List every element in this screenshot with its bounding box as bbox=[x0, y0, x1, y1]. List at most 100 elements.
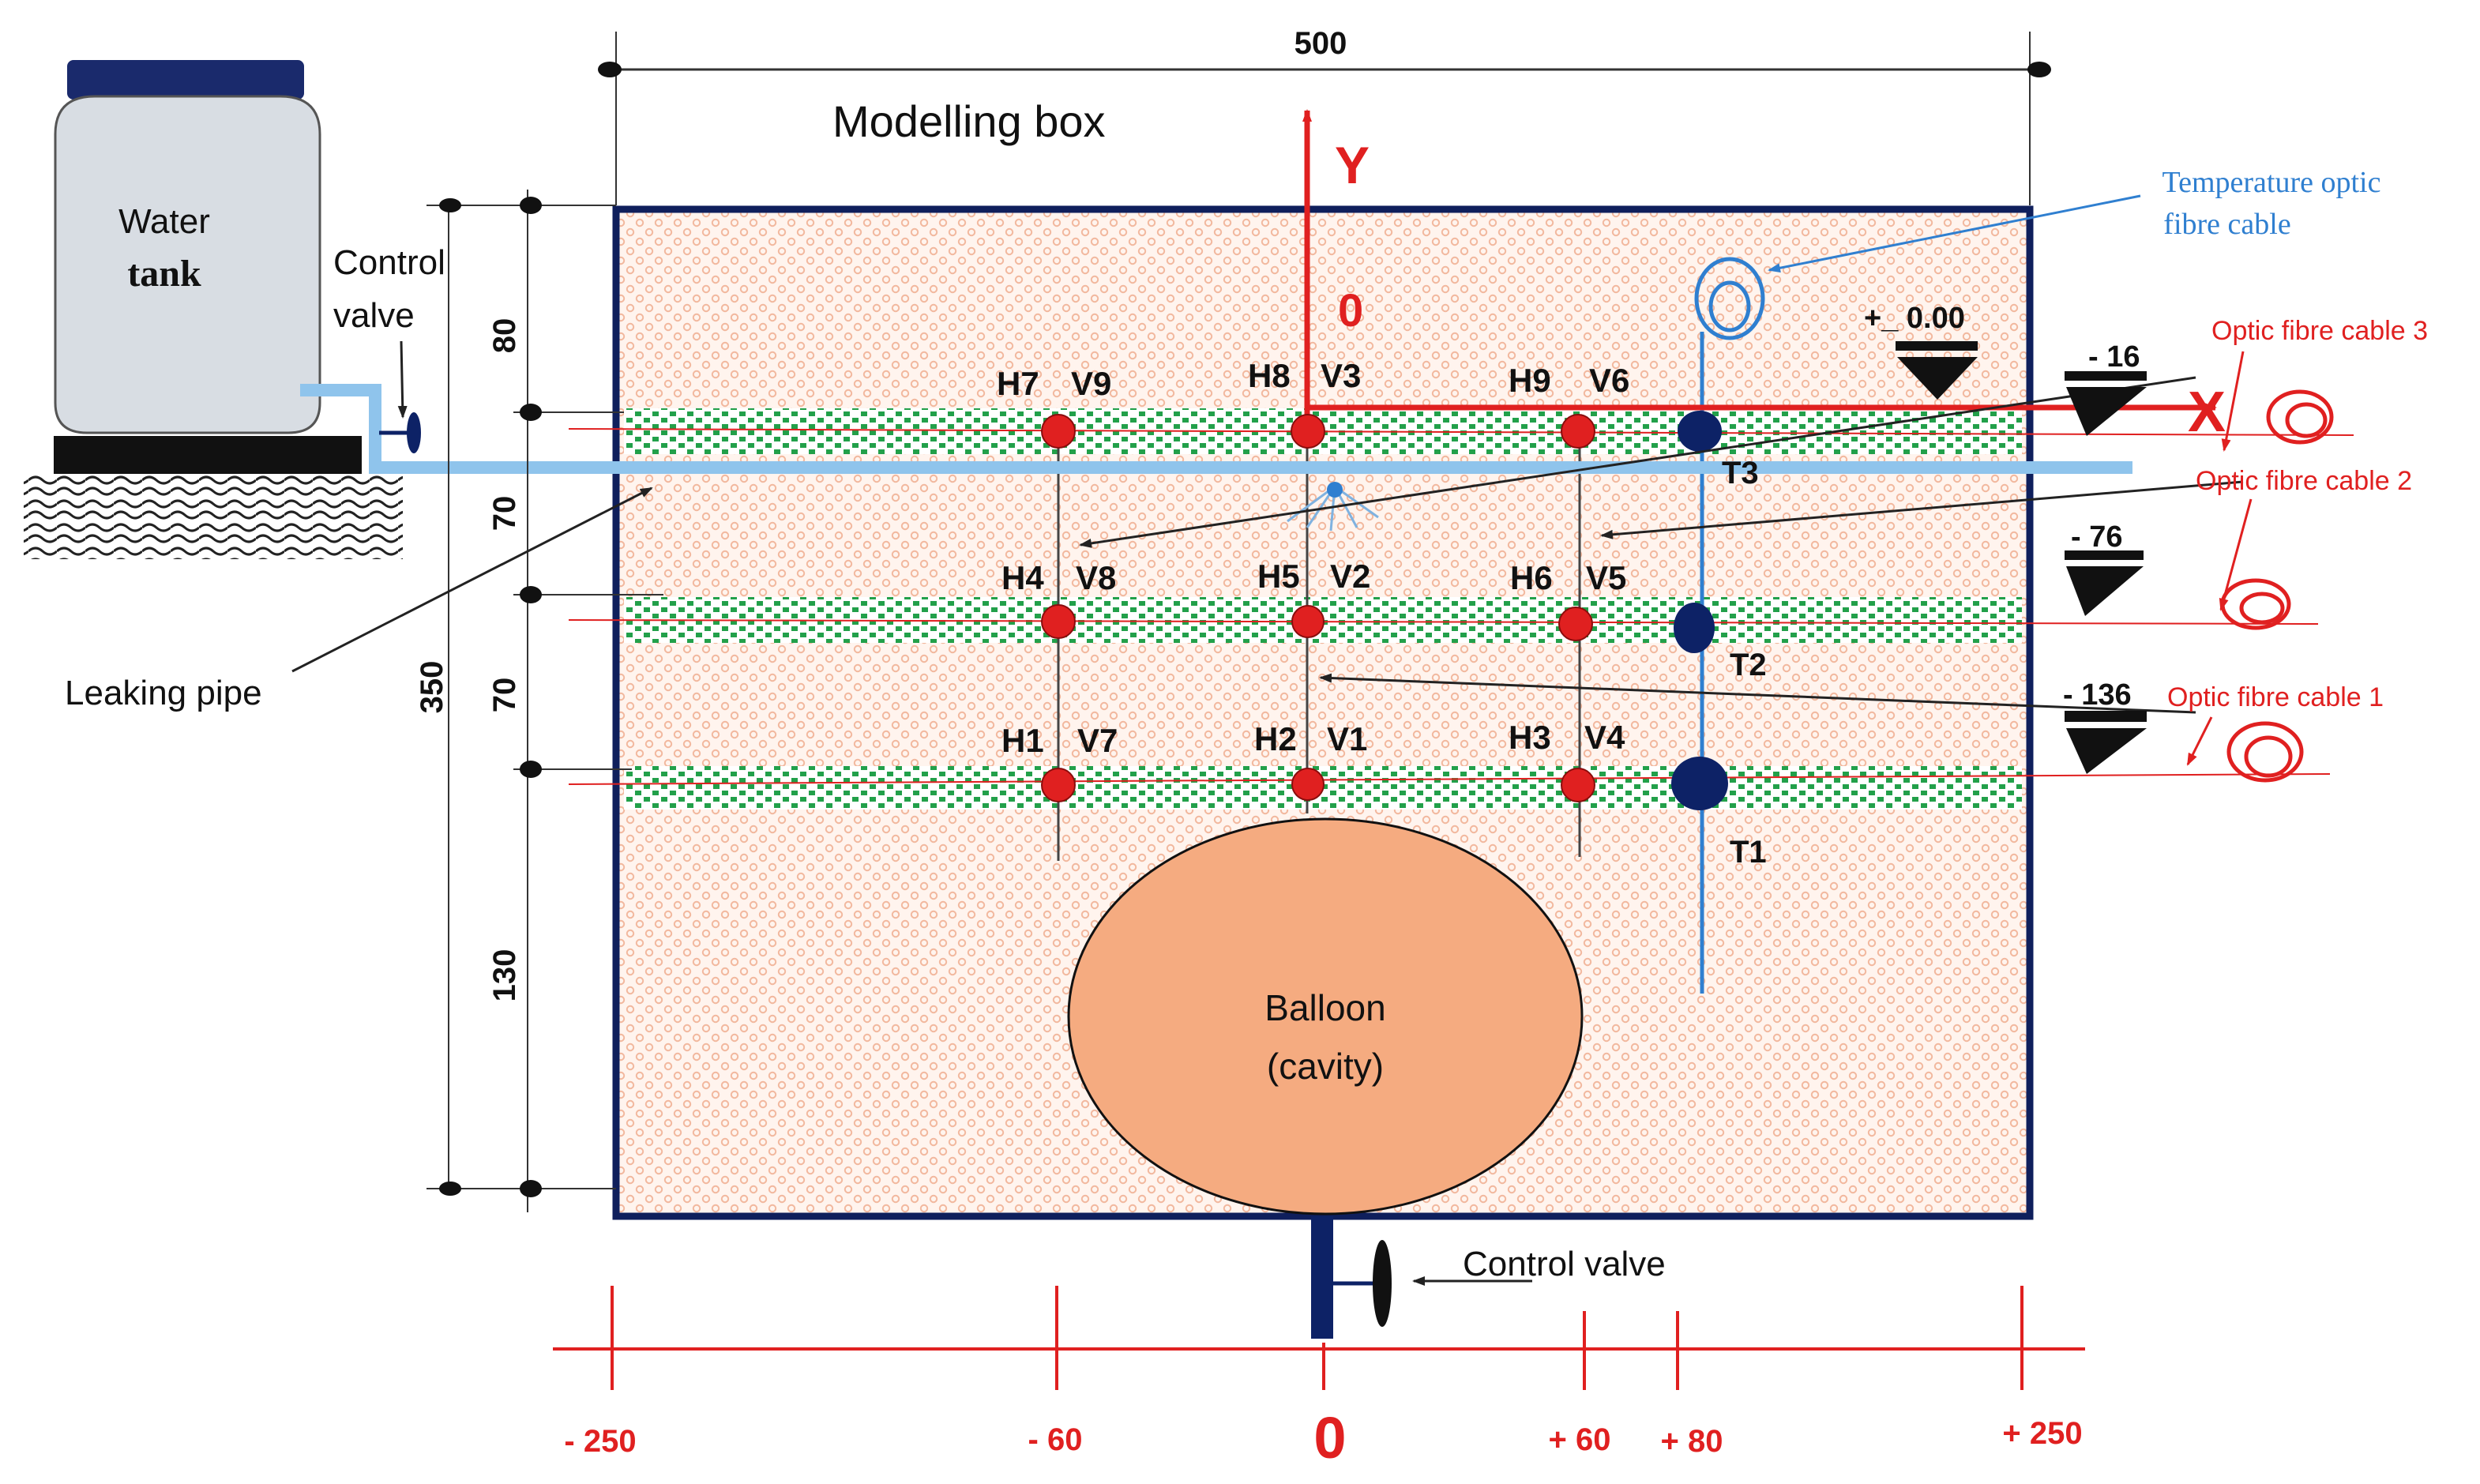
label-v6: V6 bbox=[1589, 362, 1629, 399]
temp-coil-inner bbox=[1708, 280, 1751, 332]
cable-bands bbox=[568, 408, 2354, 810]
label-v1: V1 bbox=[1327, 720, 1367, 757]
red-fibre-bot bbox=[568, 773, 2331, 785]
drain-pipe bbox=[1311, 1216, 1333, 1339]
label-h1: H1 bbox=[1001, 722, 1044, 759]
leaking-pipe-label: Leaking pipe bbox=[65, 674, 262, 712]
sensor-h2-v1 bbox=[1291, 768, 1325, 801]
label-v3: V3 bbox=[1321, 357, 1361, 394]
level-marker-0 bbox=[1897, 357, 1978, 400]
pipe-system bbox=[300, 384, 2132, 532]
label-h8: H8 bbox=[1248, 357, 1291, 394]
level-16-label: - 16 bbox=[2088, 340, 2140, 374]
optic-cable-3-label: Optic fibre cable 3 bbox=[2211, 316, 2428, 346]
control-valve-top-arrow bbox=[397, 340, 408, 419]
label-v9: V9 bbox=[1071, 365, 1111, 402]
sensor-h8-v3 bbox=[1291, 414, 1325, 449]
sensor-labels: H7 V9 H8 V3 H9 V6 H4 V8 H5 V2 H6 V5 H1 V… bbox=[997, 357, 1629, 759]
control-valve-top-label-2: valve bbox=[333, 296, 415, 335]
tick-label-plus-250: + 250 bbox=[2002, 1416, 2082, 1451]
bottom-scale: - 250 - 60 0 + 60 + 80 + 250 bbox=[553, 1286, 2085, 1471]
valve-handle-bottom bbox=[1373, 1240, 1392, 1327]
tank-body bbox=[54, 95, 321, 434]
temp-sensors: T3 T2 T1 bbox=[1671, 411, 1767, 870]
tank-lid bbox=[67, 60, 304, 100]
optic-cables: Optic fibre cable 3 Optic fibre cable 2 … bbox=[2167, 316, 2428, 783]
axes: Y X 0 bbox=[1302, 109, 2226, 444]
tick-label-0: 0 bbox=[1313, 1405, 1346, 1471]
level-marker-76 bbox=[2066, 566, 2144, 616]
dim-seg-70a: 70 bbox=[487, 496, 522, 532]
leaking-pipe-arrow bbox=[291, 487, 653, 673]
temp-sensor-t1 bbox=[1671, 757, 1728, 810]
optic-cable-3-arrow bbox=[2221, 351, 2245, 452]
level-0-label: +_ 0.00 bbox=[1864, 302, 1965, 335]
tank-label-1: Water bbox=[118, 202, 210, 241]
axis-origin-label: 0 bbox=[1338, 285, 1363, 336]
label-h9: H9 bbox=[1509, 362, 1551, 399]
optic-cable-2-arrow bbox=[2219, 498, 2253, 611]
temp-sensor-t3 bbox=[1678, 411, 1722, 452]
label-h2: H2 bbox=[1254, 720, 1297, 757]
tick-label-minus-60: - 60 bbox=[1028, 1422, 1083, 1457]
balloon-label-2: (cavity) bbox=[1267, 1046, 1384, 1087]
sensor-h1-v7 bbox=[1041, 768, 1076, 802]
optic-coil-2-inner bbox=[2239, 592, 2285, 625]
sensor-h3-v4 bbox=[1561, 768, 1595, 802]
sensor-h9-v6 bbox=[1561, 414, 1595, 449]
level-marker-136 bbox=[2066, 728, 2147, 774]
temp-sensor-t2 bbox=[1674, 603, 1715, 653]
tick-label-plus-60: + 60 bbox=[1549, 1422, 1611, 1457]
control-valve-top-label-1: Control bbox=[333, 243, 445, 282]
level-76-label: - 76 bbox=[2071, 520, 2122, 554]
temp-sensor-t3-label: T3 bbox=[1722, 456, 1759, 490]
temp-cable: Temperature optic fibre cable bbox=[1694, 166, 2380, 340]
sensor-h7-v9 bbox=[1041, 414, 1076, 449]
x-axis-label: X bbox=[2188, 381, 2226, 444]
red-fibre-mid bbox=[568, 619, 2319, 625]
water-tank: Water tank bbox=[24, 60, 403, 559]
label-v4: V4 bbox=[1584, 719, 1625, 756]
sensor-h5-v2 bbox=[1291, 605, 1325, 638]
balloon-label-1: Balloon bbox=[1264, 987, 1385, 1028]
sensor-h6-v5 bbox=[1558, 607, 1593, 641]
dim-seg-70b: 70 bbox=[487, 678, 522, 713]
balloon-shape bbox=[1067, 817, 1584, 1215]
optic-cable-1-arrow bbox=[2186, 716, 2213, 766]
optic-cable-2-label: Optic fibre cable 2 bbox=[2196, 466, 2412, 496]
control-valve-bottom-label: Control valve bbox=[1463, 1245, 1666, 1283]
optic-cable-1-label: Optic fibre cable 1 bbox=[2167, 682, 2384, 712]
temp-sensor-t2-label: T2 bbox=[1730, 648, 1767, 682]
vertical-dimensions: 350 80 70 70 130 bbox=[415, 190, 663, 1212]
temp-sensor-t1-label: T1 bbox=[1730, 835, 1767, 870]
leaking-pipe bbox=[300, 384, 2132, 474]
dim-total-350: 350 bbox=[415, 661, 449, 714]
cable-pointer-arrows bbox=[1079, 376, 2244, 714]
red-fibre-top bbox=[568, 428, 2354, 436]
label-v5: V5 bbox=[1586, 559, 1626, 596]
label-h7: H7 bbox=[997, 365, 1039, 402]
label-h3: H3 bbox=[1509, 719, 1551, 756]
leak-drop bbox=[1327, 482, 1343, 498]
label-h6: H6 bbox=[1510, 559, 1553, 596]
optic-coil-1-inner bbox=[2244, 735, 2293, 778]
dimension-width-label: 500 bbox=[1294, 26, 1347, 61]
temp-cable-arrow bbox=[1768, 194, 2141, 273]
label-h4: H4 bbox=[1001, 559, 1044, 596]
label-h5: H5 bbox=[1257, 558, 1300, 595]
tank-label-2: tank bbox=[127, 253, 201, 295]
valve-handle-top bbox=[407, 412, 421, 453]
temp-coil-outer bbox=[1694, 257, 1765, 340]
level-136-label: - 136 bbox=[2063, 678, 2132, 712]
level-marker-16 bbox=[2066, 387, 2147, 436]
sensor-h4-v8 bbox=[1041, 604, 1076, 639]
temp-cable-label-2: fibre cable bbox=[2163, 208, 2290, 241]
label-v8: V8 bbox=[1076, 559, 1116, 596]
ground bbox=[24, 474, 403, 559]
bottom-drain: Control valve bbox=[1311, 1216, 1666, 1339]
dim-seg-130: 130 bbox=[487, 949, 522, 1002]
level-markers: +_ 0.00 - 16 - 76 - 136 bbox=[1864, 302, 2147, 774]
tick-label-plus-80: + 80 bbox=[1661, 1424, 1723, 1459]
